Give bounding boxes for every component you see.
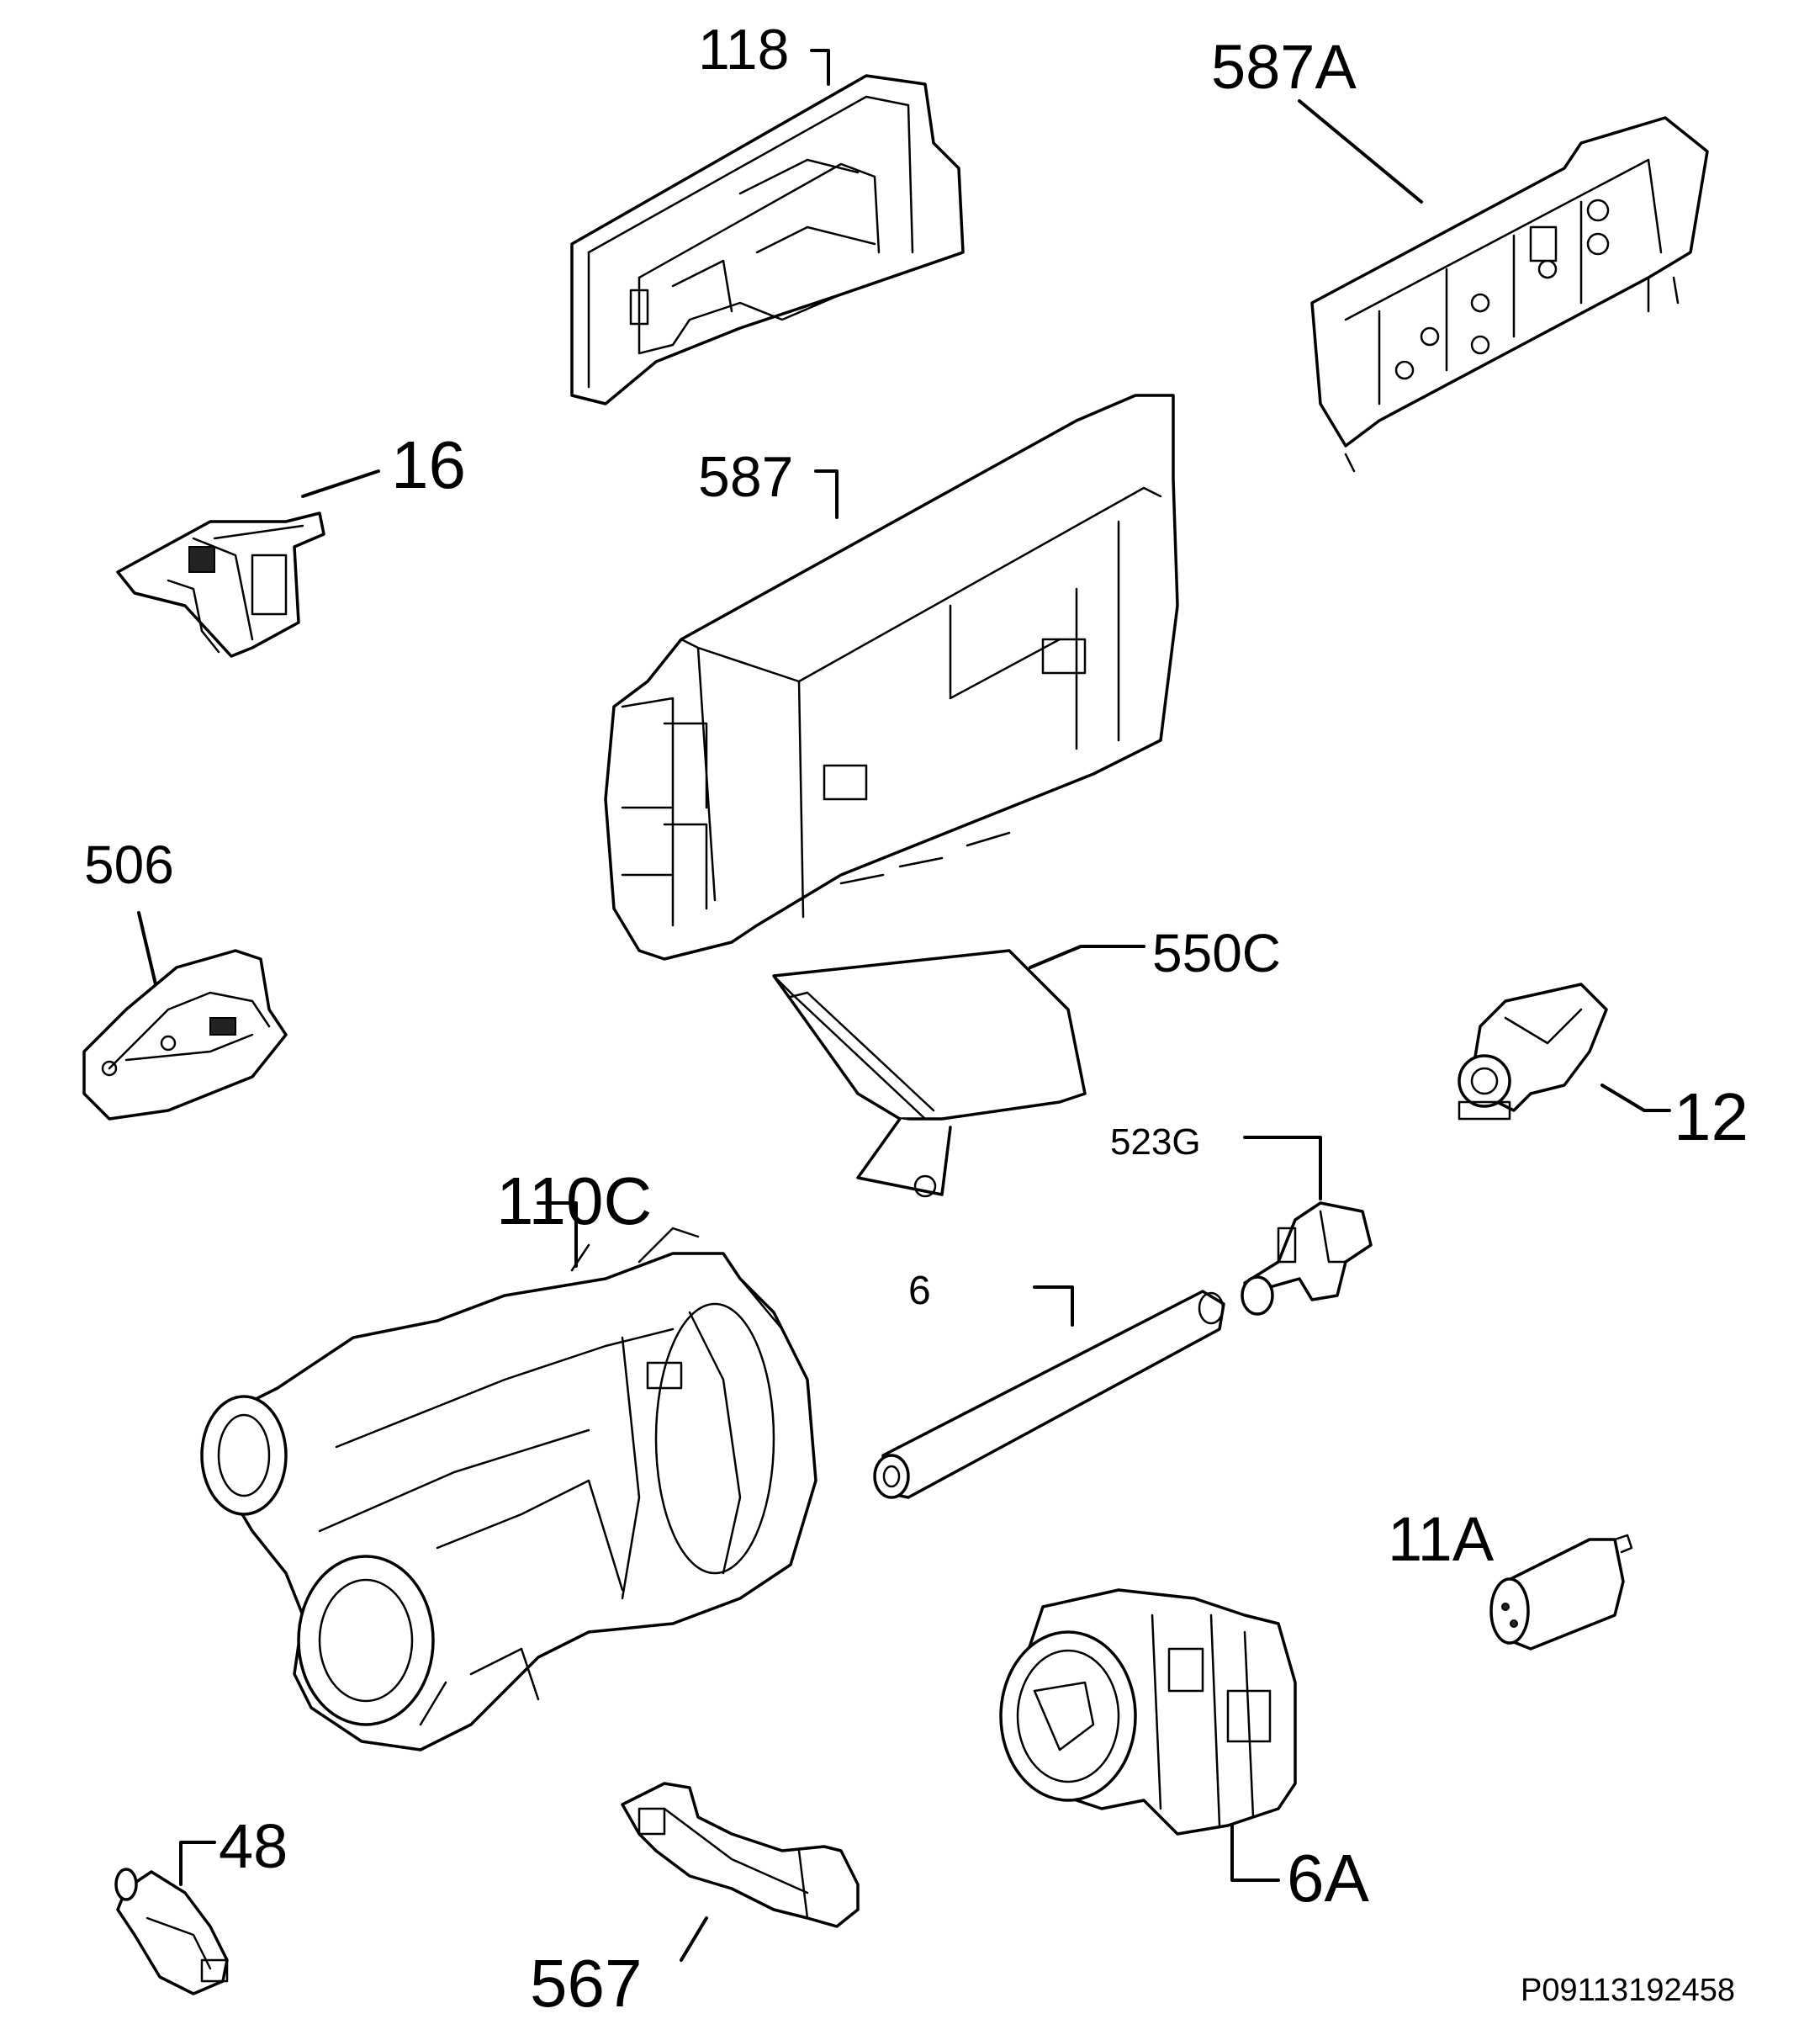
leader-110C xyxy=(1033,1285,1074,1327)
leader-506 xyxy=(137,911,157,986)
leader-6A xyxy=(1230,1824,1280,1882)
label-523G: 523G xyxy=(1110,1121,1201,1163)
label-118: 118 xyxy=(698,18,789,82)
leader-550C xyxy=(1029,945,1145,969)
leader-587 xyxy=(814,469,839,519)
label-550C: 550C xyxy=(1152,923,1281,983)
label-567: 567 xyxy=(530,1946,642,2019)
part-506-door-catch[interactable] xyxy=(82,949,288,1121)
leader-16 xyxy=(301,469,380,498)
leader-118 xyxy=(810,49,830,86)
part-523G-connector[interactable] xyxy=(1241,1201,1373,1316)
part-550C-cover[interactable] xyxy=(772,949,1087,1198)
part-48-thermostat[interactable] xyxy=(114,1868,229,1995)
part-12-pressure-switch[interactable] xyxy=(1458,983,1608,1121)
label-48: 48 xyxy=(219,1811,288,1881)
leader-48 xyxy=(179,1841,216,1886)
label-16: 16 xyxy=(391,427,466,502)
label-587: 587 xyxy=(698,445,793,509)
part-110C-hose[interactable] xyxy=(873,1290,1225,1499)
part-567-bracket[interactable] xyxy=(621,1782,860,1928)
label-12: 12 xyxy=(1674,1079,1749,1154)
leader-12 xyxy=(1600,1084,1671,1112)
label-110C: 6 xyxy=(908,1269,931,1313)
leader-6 xyxy=(537,1201,578,1268)
part-587-electronic-module[interactable] xyxy=(604,394,1179,961)
label-6: 110C xyxy=(496,1163,652,1238)
part-587A-control-board[interactable] xyxy=(1310,116,1709,473)
part-118-cover[interactable] xyxy=(570,74,965,405)
part-11A-capacitor[interactable] xyxy=(1489,1534,1633,1651)
label-11A: 11A xyxy=(1388,1504,1495,1574)
label-506: 506 xyxy=(84,835,174,895)
leader-523G xyxy=(1243,1136,1322,1200)
leader-567 xyxy=(680,1916,708,1962)
leader-587A xyxy=(1298,99,1423,204)
part-6-circulation-pump[interactable] xyxy=(200,1227,817,1751)
reference-code: P09113192458 xyxy=(1521,1973,1735,2008)
part-16-door-lock[interactable] xyxy=(116,511,325,658)
label-6A: 6A xyxy=(1287,1841,1369,1916)
label-587A: 587A xyxy=(1211,32,1357,102)
part-6A-drain-pump[interactable] xyxy=(999,1588,1297,1836)
